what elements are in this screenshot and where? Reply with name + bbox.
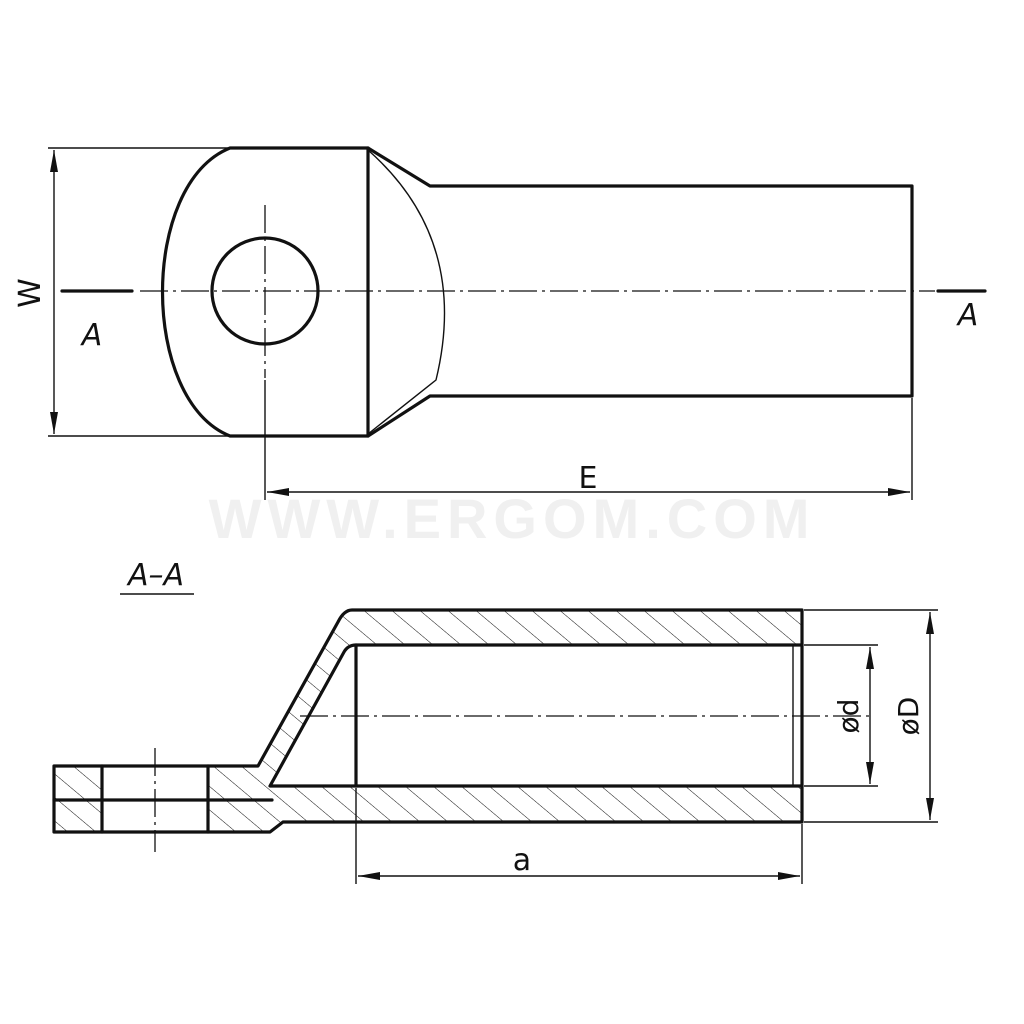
dim-label-w: W	[13, 278, 48, 308]
watermark-text: WWW.ERGOM.COM	[209, 487, 816, 550]
dim-label-dd: øD	[892, 697, 925, 736]
section-hatch	[208, 610, 802, 832]
dim-label-d: ød	[832, 699, 865, 734]
section-title: A–A	[126, 558, 184, 593]
section-view: A–A ød øD	[52, 558, 938, 884]
w-arrow-bottom	[50, 412, 58, 434]
transition-curve	[367, 149, 446, 435]
dim-label-a: a	[513, 843, 531, 878]
a-arrow-right	[778, 872, 800, 880]
lug-outline-section	[52, 608, 804, 834]
dd-arrow-top	[926, 612, 934, 634]
w-arrow-top	[50, 150, 58, 172]
section-mark-right: A	[956, 298, 979, 333]
a-arrow-left	[358, 872, 380, 880]
lug-outline-top	[161, 146, 914, 438]
dd-arrow-bottom	[926, 798, 934, 820]
e-arrow-right	[888, 488, 910, 496]
d-arrow-top	[866, 647, 874, 669]
top-view: A A W E	[13, 146, 987, 500]
d-arrow-bottom	[866, 762, 874, 784]
dim-label-e: E	[579, 461, 598, 496]
e-arrow-left	[267, 488, 289, 496]
section-mark-left: A	[80, 318, 103, 353]
